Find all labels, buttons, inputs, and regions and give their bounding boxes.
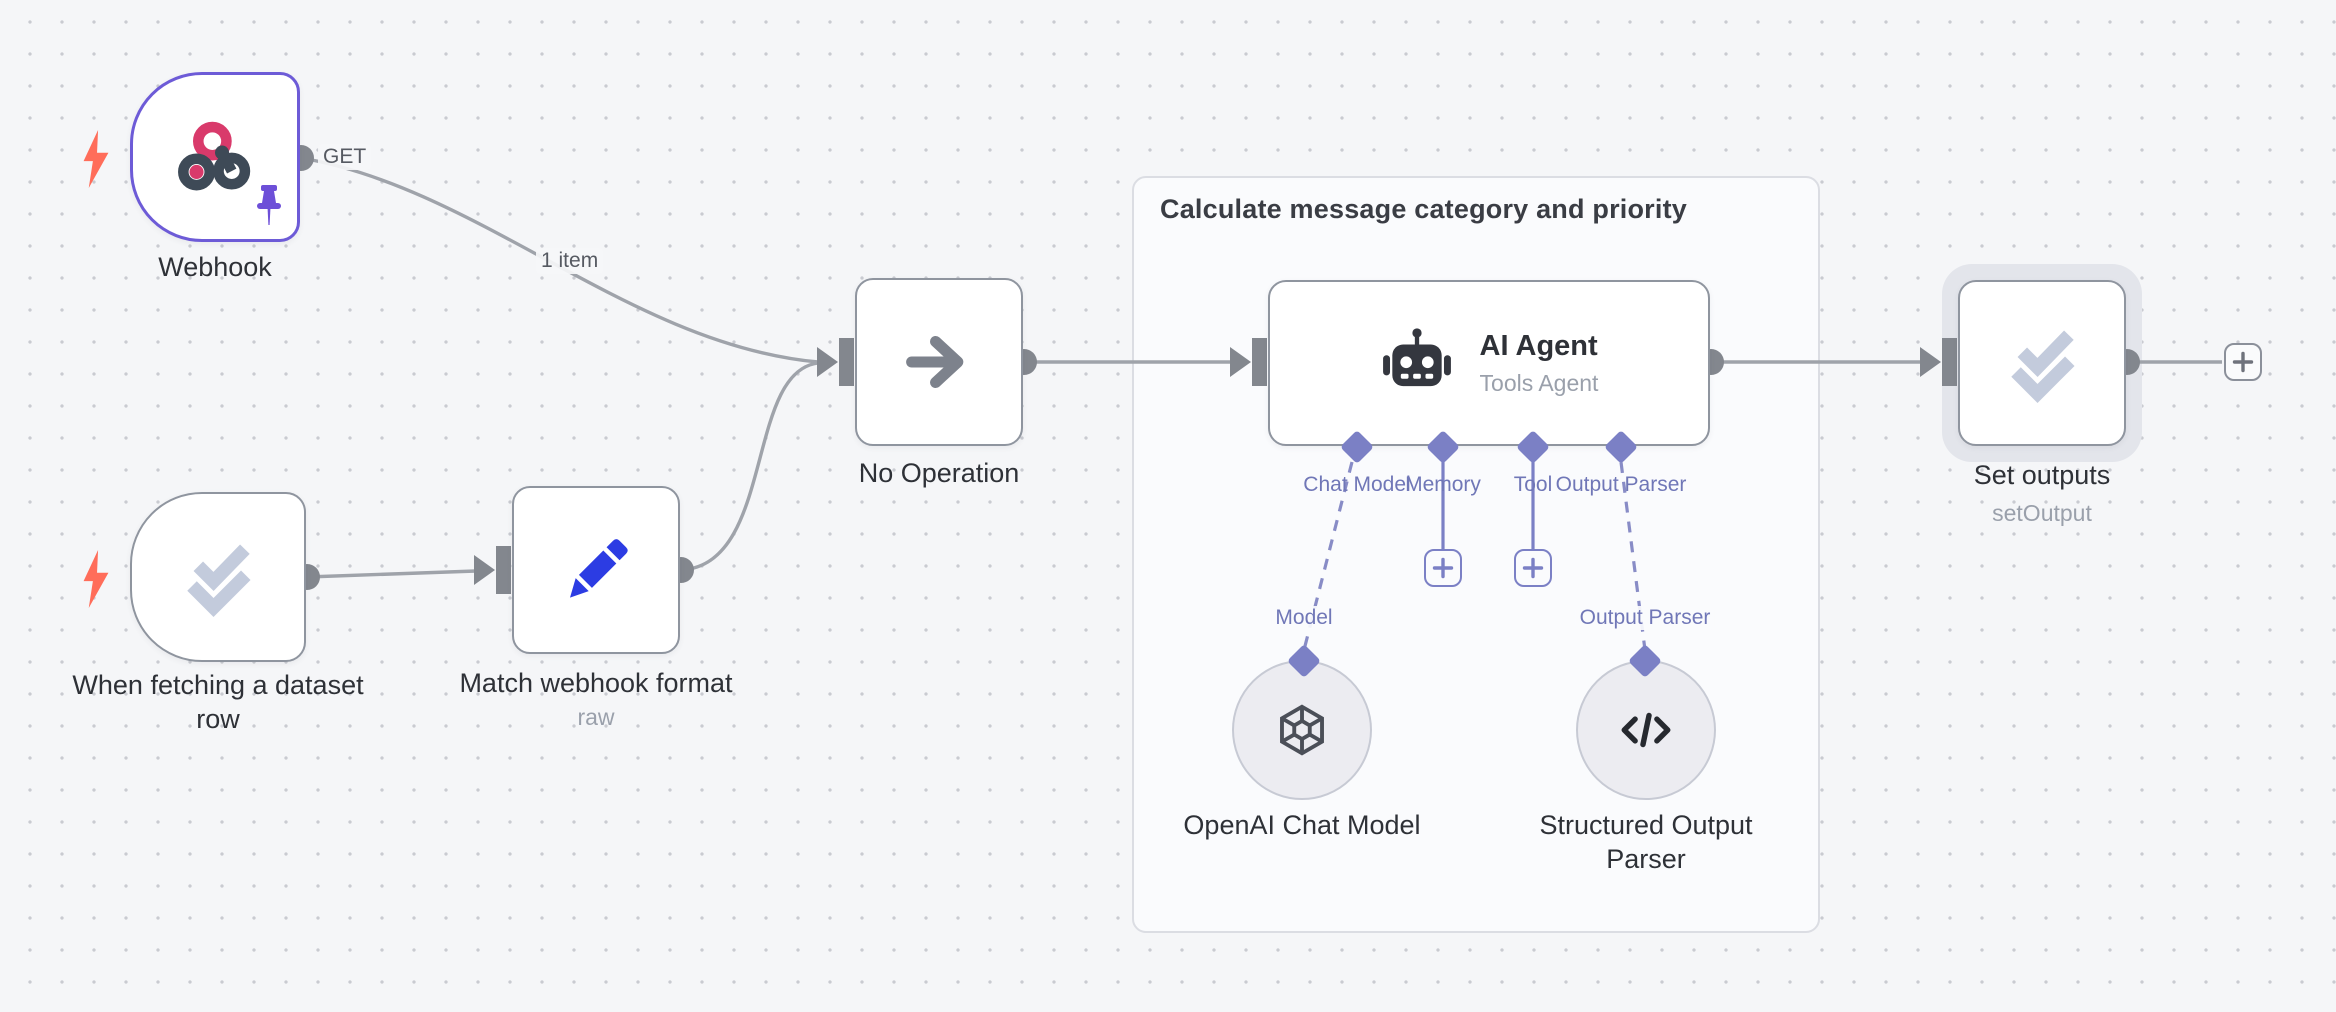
node-webhook[interactable] — [130, 72, 300, 242]
noop-input-arrow — [817, 347, 838, 377]
code-icon — [1621, 712, 1671, 748]
structured-output-parser-label: Structured Output Parser — [1539, 810, 1753, 874]
memory-port-label: Memory — [1405, 473, 1481, 496]
webhook-icon — [178, 121, 251, 191]
output-parser-port-label: Output Parser — [1555, 473, 1687, 496]
node-ai-agent[interactable]: AI Agent Tools Agent — [1268, 280, 1710, 446]
add-node-button[interactable] — [2224, 343, 2262, 381]
model-port-label: Model — [1271, 606, 1337, 630]
trigger-bolt-icon — [83, 550, 109, 608]
match-format-label: Match webhook format — [459, 668, 733, 698]
agent-input-arrow — [1230, 347, 1251, 377]
node-structured-output-parser[interactable] — [1576, 660, 1716, 800]
trigger-bolt-icon — [83, 130, 109, 188]
dataset-trigger-label: When fetching a dataset row — [72, 670, 364, 734]
robot-icon — [1382, 328, 1451, 387]
webhook-label: Webhook — [158, 252, 272, 282]
agent-input-port[interactable] — [1252, 338, 1267, 386]
tool-port-label: Tool — [1513, 473, 1553, 496]
plus-icon — [1522, 557, 1544, 579]
parser-port-label: Output Parser — [1575, 606, 1715, 630]
add-memory-button[interactable] — [1424, 549, 1462, 587]
match-format-subtitle: raw — [577, 704, 615, 730]
pencil-icon — [570, 539, 628, 598]
edge-dataset-to-match[interactable] — [306, 569, 477, 579]
double-check-icon — [2011, 330, 2075, 403]
edge-match-to-noop[interactable] — [680, 361, 819, 572]
node-match-format[interactable] — [512, 486, 680, 654]
set-input-port[interactable] — [1942, 338, 1957, 386]
set-outputs-label: Set outputs — [1973, 460, 2111, 490]
openai-icon — [1280, 704, 1324, 756]
add-tool-button[interactable] — [1514, 549, 1552, 587]
openai-chat-model-label: OpenAI Chat Model — [1183, 810, 1421, 840]
no-operation-label: No Operation — [858, 458, 1020, 488]
chat-model-port-label: Chat Model — [1303, 473, 1411, 496]
match-input-port[interactable] — [496, 546, 511, 594]
noop-input-port[interactable] — [839, 338, 854, 386]
match-input-arrow — [474, 555, 495, 585]
set-outputs-subtitle: setOutput — [1992, 500, 2092, 526]
plus-icon — [1432, 557, 1454, 579]
node-no-operation[interactable] — [855, 278, 1023, 446]
double-check-icon — [187, 544, 251, 617]
node-set-outputs[interactable] — [1958, 280, 2126, 446]
set-input-arrow — [1920, 347, 1941, 377]
arrow-right-icon — [906, 335, 964, 389]
webhook-method-badge: GET — [318, 144, 372, 170]
plus-icon — [2232, 351, 2254, 373]
group-title: Calculate message category and priority — [1160, 194, 1687, 224]
node-openai-chat-model[interactable] — [1232, 660, 1372, 800]
ai-agent-subtitle: Tools Agent — [1479, 369, 1599, 396]
pin-icon — [257, 185, 281, 225]
node-dataset-trigger[interactable] — [130, 492, 306, 662]
ai-agent-label: AI Agent — [1479, 329, 1598, 362]
items-count-label: 1 item — [536, 248, 604, 274]
